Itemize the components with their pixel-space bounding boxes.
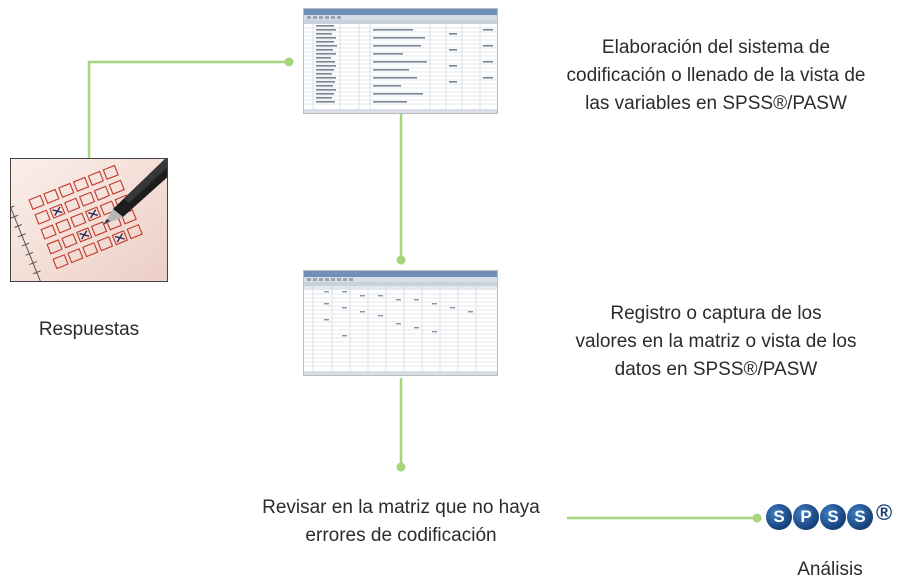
step-registro-label: Registro o captura de los valores en la …	[575, 303, 857, 380]
spss-logo-letter-s2: S	[820, 504, 846, 530]
answer-sheet-photo	[10, 158, 168, 282]
variable-view-grid	[304, 9, 497, 113]
spss-logo-registered-mark: ®	[876, 500, 893, 525]
step-codificacion-label: Elaboración del sistema de codificación …	[566, 37, 866, 114]
spss-logo: S P S S ®	[766, 500, 893, 530]
answer-sheet-illustration	[11, 159, 167, 281]
connector-dot-variables	[284, 57, 294, 67]
connector-respuestas-to-variables	[87, 60, 289, 163]
spss-logo-letter-p: P	[793, 504, 819, 530]
pen-icon	[103, 159, 167, 225]
respuestas-label: Respuestas	[38, 319, 140, 340]
connector-dot-revisar	[396, 462, 406, 472]
variable-view-thumbnail	[303, 8, 498, 114]
connector-dot-analisis	[752, 513, 762, 523]
spss-logo-letter-s3: S	[847, 504, 873, 530]
connector-dot-datos	[396, 255, 406, 265]
data-view-grid	[304, 271, 497, 375]
analisis-label: Análisis	[797, 559, 863, 580]
spss-logo-letter-s1: S	[766, 504, 792, 530]
data-view-thumbnail	[303, 270, 498, 376]
step-revisar-label: Revisar en la matriz que no haya errores…	[262, 497, 540, 546]
